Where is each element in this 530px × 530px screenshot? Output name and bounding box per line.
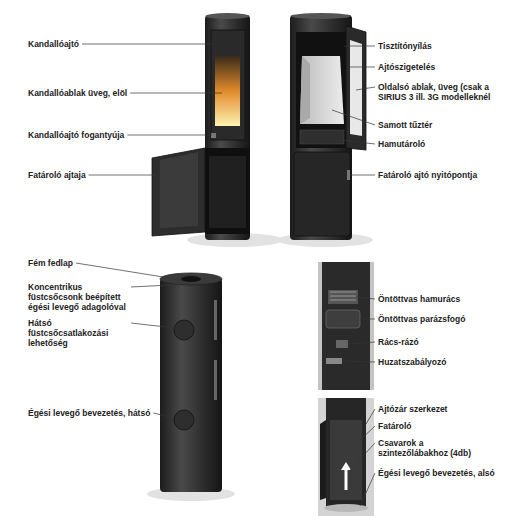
leader-line [350, 175, 375, 176]
leader-line [127, 135, 212, 136]
part-label: Hamutároló [378, 139, 425, 149]
part-label: Fatároló ajtó nyitópontja [378, 170, 477, 180]
leader-line [360, 319, 375, 320]
part-label: Kandallóablak üveg, elöl [28, 88, 127, 98]
leader-line [76, 263, 182, 280]
part-label: Csavarok a szintezőlábakhoz (4db) [378, 438, 490, 458]
leader-line [350, 443, 375, 470]
part-label: Tisztítónyílás [378, 41, 432, 51]
leader-line [332, 110, 375, 125]
part-label: Kandallóajtó [28, 39, 79, 49]
leader-line [130, 93, 222, 94]
leader-line [344, 46, 375, 47]
leader-line [348, 342, 375, 344]
leader-line [356, 297, 375, 299]
leader-line [356, 87, 375, 90]
part-label: Fém fedlap [28, 258, 73, 268]
part-label: Fatároló ajtaja [28, 170, 86, 180]
part-label: Huzatszabályozó [378, 357, 447, 367]
part-label: Égési levegő bevezetés, hátsó [28, 408, 150, 418]
part-label: Kandallóajtó fogantyúja [28, 130, 124, 140]
part-label: Ajtózár szerkezet [378, 404, 447, 414]
leader-line [366, 409, 375, 424]
leader-line [349, 67, 375, 68]
stove-open [290, 13, 366, 240]
leader-line [360, 473, 375, 506]
detail-photo [318, 398, 374, 516]
part-label: Öntöttvas parázsfogó [378, 314, 465, 324]
part-label: Samott tűztér [378, 120, 432, 130]
part-label: Ajtószigetelés [378, 62, 435, 72]
part-label: Oldalsó ablak, üveg (csak a SIRIUS 3 ill… [378, 82, 506, 102]
leader-line [340, 140, 375, 144]
leader-line [89, 175, 158, 176]
leader-line [131, 284, 190, 287]
part-label: Rács-rázó [378, 337, 419, 347]
leader-line [360, 426, 375, 440]
part-label: Fatároló [378, 421, 412, 431]
detail-photo [318, 262, 374, 390]
leader-line [343, 361, 375, 362]
leader-line [82, 44, 212, 45]
leader-line [131, 323, 175, 328]
part-label: Égési levegő bevezetés, alsó [378, 468, 495, 478]
stove-back [160, 273, 222, 492]
leader-line [153, 413, 174, 418]
stove-front [152, 13, 250, 240]
part-label: Hátsó füstcsőcsatlakozási lehetőség [28, 318, 128, 348]
part-label: Öntöttvas hamurács [378, 294, 460, 304]
part-label: Koncentrikus füstcsőcsonk beépített égés… [28, 282, 128, 312]
